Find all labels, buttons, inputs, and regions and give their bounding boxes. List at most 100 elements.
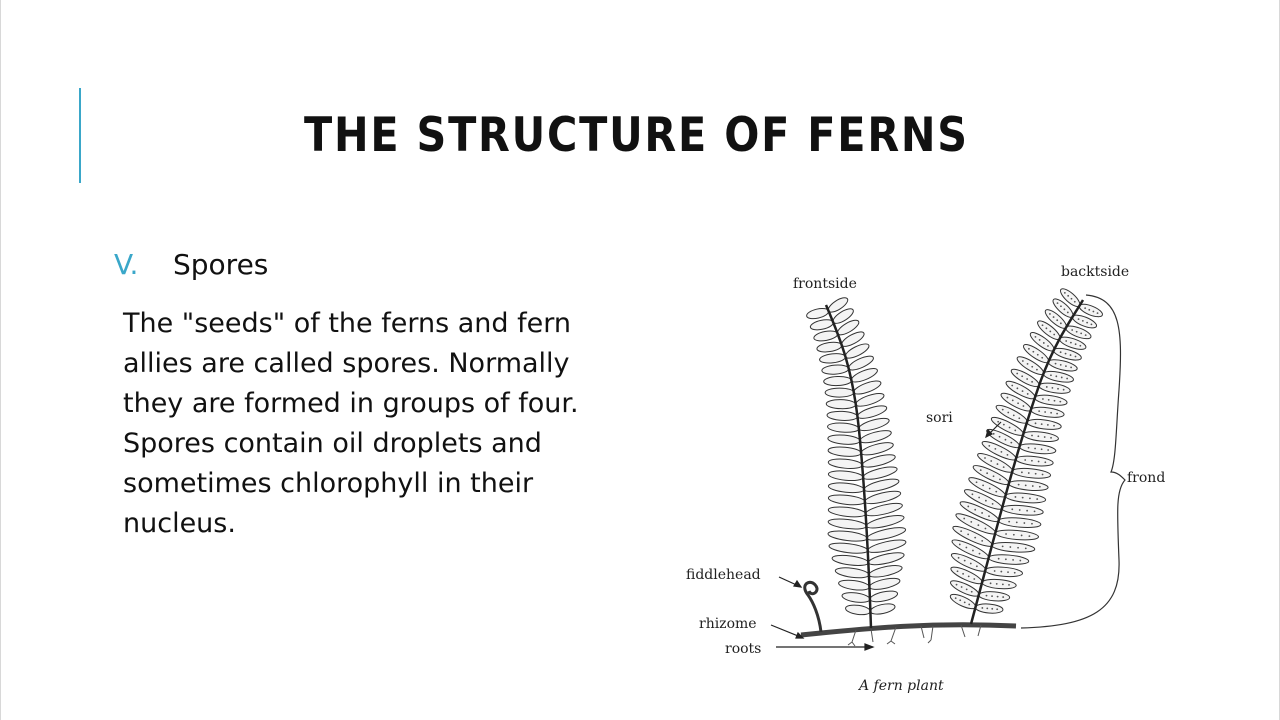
sorus-dot: [978, 496, 981, 499]
sorus-dot: [1027, 446, 1030, 449]
sorus-dot: [967, 505, 970, 508]
sorus-dot: [1034, 335, 1037, 338]
sorus-dot: [1044, 411, 1047, 413]
sorus-dot: [1007, 411, 1010, 414]
sorus-dot: [1021, 496, 1024, 499]
sorus-dot: [1056, 319, 1059, 322]
sorus-dot: [1063, 291, 1066, 294]
sorus-dot: [1032, 350, 1035, 353]
sorus-dot: [1020, 534, 1023, 537]
sorus-dot: [1016, 387, 1019, 390]
sorus-dot: [984, 457, 986, 459]
sorus-dot: [1041, 324, 1044, 327]
sorus-dot: [1012, 533, 1015, 536]
body-paragraph: The "seeds" of the ferns and fern allies…: [123, 304, 663, 544]
sorus-dot: [1026, 362, 1029, 365]
sorus-dot: [1047, 398, 1050, 401]
pinna: [1034, 394, 1068, 406]
pinna: [869, 603, 896, 615]
body-line: The "seeds" of the ferns and fern: [123, 308, 571, 339]
sorus-dot: [1008, 583, 1010, 586]
sorus-dot: [1086, 321, 1089, 324]
pinna: [1011, 467, 1052, 479]
sorus-dot: [1011, 399, 1014, 402]
sorus-dot: [981, 540, 984, 542]
sorus-dot: [963, 517, 966, 520]
pinna: [827, 434, 861, 445]
sorus-dot: [1053, 333, 1056, 336]
sorus-dot: [1008, 426, 1011, 429]
sorus-dot: [1065, 340, 1068, 342]
sorus-dot: [1069, 354, 1072, 356]
sorus-dot: [996, 595, 999, 598]
sorus-dot: [1034, 472, 1037, 475]
sorus-dot: [1070, 366, 1073, 369]
sorus-dot: [1031, 434, 1033, 437]
sorus-dot: [1074, 343, 1077, 346]
pinna: [1008, 480, 1049, 492]
sorus-dot: [973, 578, 976, 580]
sorus-dot: [1054, 362, 1057, 365]
sorus-dot: [1008, 520, 1011, 523]
sorus-dot: [1026, 393, 1029, 395]
pinna: [816, 341, 843, 353]
sorus-dot: [1059, 400, 1062, 403]
sorus-dot: [1031, 522, 1033, 525]
sorus-dot: [1050, 411, 1053, 414]
sorus-dot: [1000, 570, 1003, 573]
bullet-label: Spores: [173, 248, 269, 281]
pinna: [827, 494, 866, 506]
sorus-dot: [1031, 485, 1034, 487]
pinna: [827, 506, 867, 518]
sorus-dot: [1053, 424, 1055, 427]
sorus-dot: [965, 588, 968, 591]
sorus-dot: [974, 536, 977, 539]
pinna: [1015, 455, 1054, 467]
sorus-dot: [1029, 497, 1031, 500]
sorus-dot: [1060, 305, 1062, 308]
sorus-dot: [956, 570, 959, 573]
sorus-dot: [1067, 294, 1070, 297]
sorus-dot: [1038, 410, 1041, 413]
sorus-dot: [989, 582, 992, 585]
sorus-dot: [1084, 334, 1087, 337]
sorus-dot: [1077, 318, 1080, 321]
sorus-dot: [1038, 339, 1041, 341]
accent-bar: [79, 88, 81, 183]
pinna: [826, 410, 859, 421]
sorus-dot: [1062, 388, 1065, 391]
sorus-dot: [1011, 508, 1014, 511]
sorus-dot: [1024, 484, 1027, 487]
sorus-dot: [1059, 351, 1062, 354]
sorus-dot: [1030, 459, 1033, 462]
sorus-dot: [962, 572, 965, 575]
label-backtside: backtside: [1061, 264, 1130, 280]
sorus-dot: [996, 608, 999, 611]
sorus-dot: [960, 530, 963, 533]
bullet-marker: V.: [114, 248, 139, 281]
pinna: [1018, 443, 1057, 455]
pinna: [838, 579, 870, 591]
sorus-dot: [990, 460, 993, 462]
sorus-dot: [1066, 377, 1069, 380]
pinna: [998, 517, 1042, 528]
sorus-dot: [974, 508, 977, 511]
sorus-dot: [1081, 319, 1084, 322]
sorus-dot: [1047, 449, 1050, 451]
sorus-dot: [1063, 308, 1066, 311]
front-frond: [806, 297, 907, 616]
sorus-dot: [967, 533, 970, 536]
sorus-dot: [1056, 302, 1059, 305]
root-lines: [847, 624, 982, 647]
sorus-dot: [1013, 571, 1016, 574]
sorus-dot: [984, 527, 987, 530]
pinna: [824, 387, 855, 398]
sorus-dot: [1033, 510, 1036, 513]
sorus-dot: [1041, 473, 1044, 476]
sorus-dot: [1012, 414, 1015, 417]
sorus-dot: [975, 565, 978, 568]
sorus-dot: [1006, 453, 1009, 456]
sorus-dot: [969, 562, 972, 565]
sorus-dot: [963, 559, 966, 562]
